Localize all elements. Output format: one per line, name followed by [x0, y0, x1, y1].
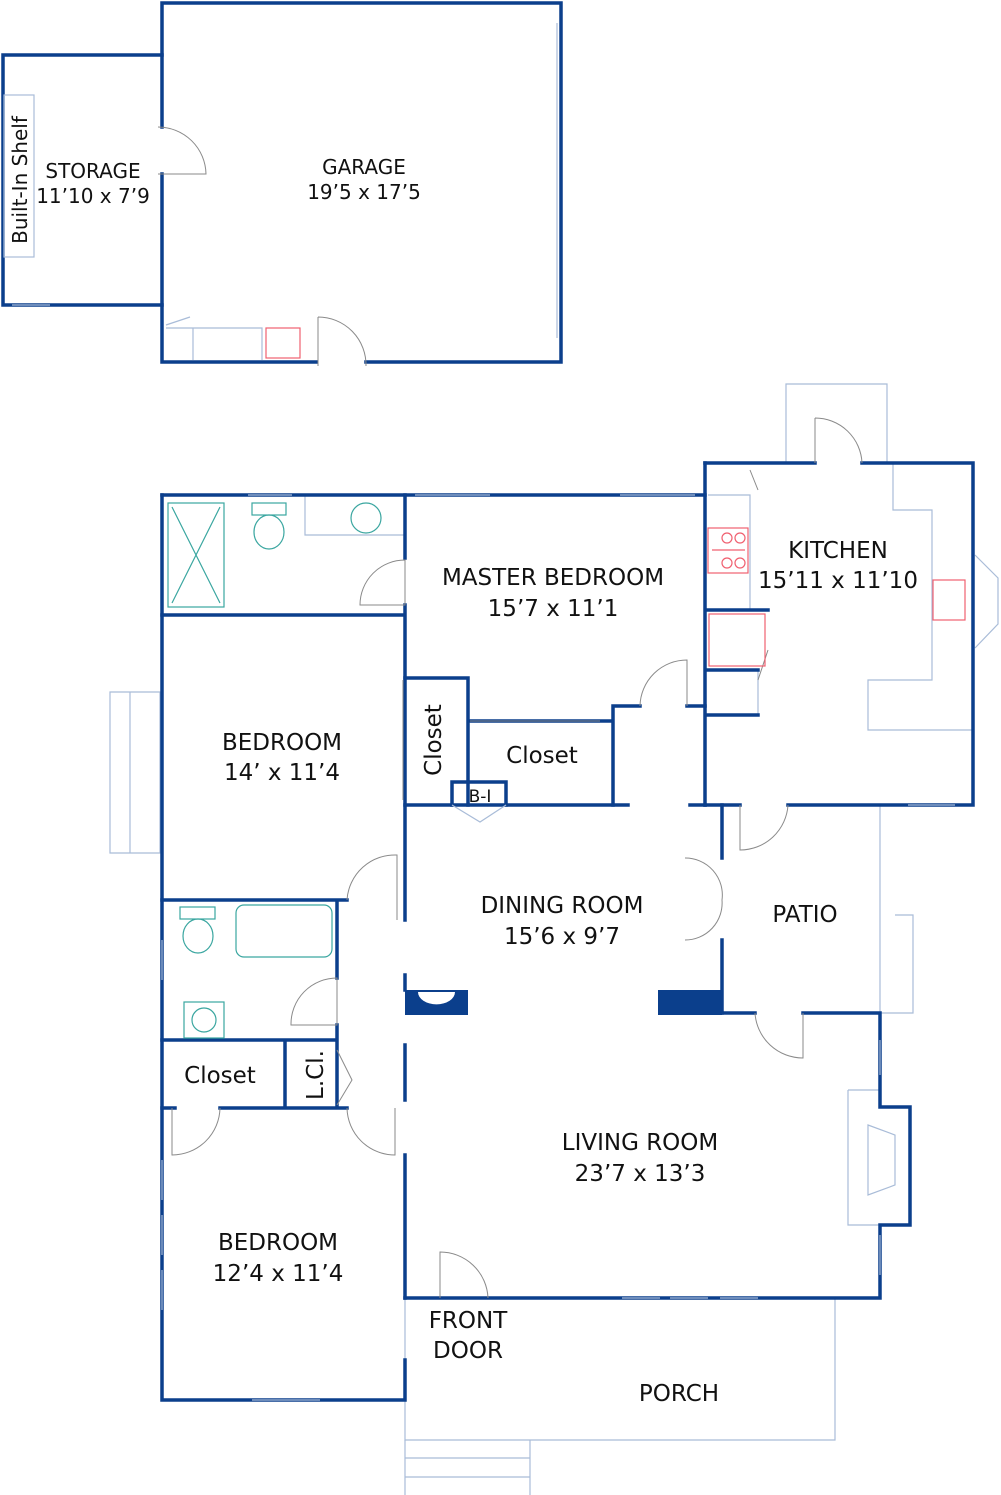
bedroom-2-name: BEDROOM [218, 1230, 338, 1256]
closet-vertical-label: Closet [421, 704, 447, 776]
front-door-line1: FRONT [429, 1308, 509, 1334]
built-in-shelf [3, 94, 35, 258]
dining-room-size: 15’6 x 9’7 [504, 924, 620, 950]
sink-icon-2 [183, 1001, 225, 1039]
garage-size: 19’5 x 17’5 [307, 180, 421, 204]
stove-icon [707, 527, 749, 574]
toilet-icon [251, 502, 287, 516]
windows [12, 23, 955, 1401]
bedroom-2-size: 12’4 x 11’4 [213, 1261, 344, 1287]
built-in-shelf-label: Built-In Shelf [8, 115, 32, 244]
refrigerator-icon [708, 613, 766, 667]
sink-icon [350, 502, 382, 534]
toilet-icon-2 [179, 906, 216, 920]
built-in-label: B-I [469, 787, 492, 807]
walls [1, 1, 975, 1402]
utility-sink-icon [265, 327, 301, 359]
dining-room-name: DINING ROOM [481, 893, 644, 919]
bedroom-1-size: 14’ x 11’4 [224, 760, 340, 786]
kitchen-size: 15’11 x 11’10 [758, 568, 918, 594]
porch-label: PORCH [639, 1381, 719, 1407]
bathtub-icon [235, 904, 333, 958]
fixtures [167, 327, 966, 1039]
linen-closet-label: L.Cl. [303, 1050, 329, 1100]
shower-icon [167, 502, 225, 608]
garage-name: GARAGE [322, 155, 406, 179]
storage-size: 11’10 x 7’9 [36, 184, 150, 208]
kitchen-sink-icon [932, 579, 966, 621]
patio-label: PATIO [772, 902, 837, 928]
closet-master-label: Closet [506, 743, 578, 769]
column-right [658, 990, 722, 1015]
doors [157, 126, 863, 1299]
living-room-name: LIVING ROOM [562, 1130, 719, 1156]
front-door-line2: DOOR [433, 1338, 503, 1364]
hall-closet-label: Closet [184, 1063, 256, 1089]
storage-name: STORAGE [45, 159, 140, 183]
master-bedroom-name: MASTER BEDROOM [442, 565, 664, 591]
kitchen-name: KITCHEN [788, 538, 888, 564]
master-bedroom-size: 15’7 x 11’1 [488, 596, 619, 622]
living-room-size: 23’7 x 13’3 [575, 1161, 706, 1187]
bedroom-1-name: BEDROOM [222, 730, 342, 756]
